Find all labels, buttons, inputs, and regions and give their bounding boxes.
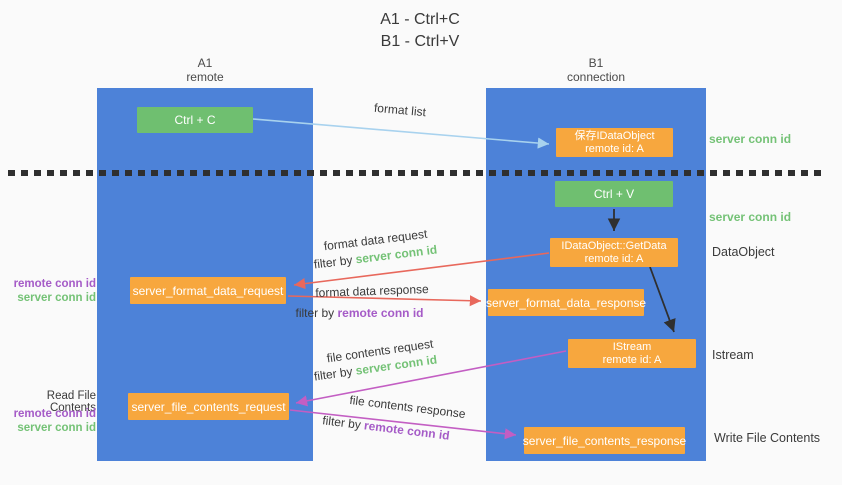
server-format-data-response-label: server_format_data_response: [485, 295, 647, 310]
server-conn-id-label: server conn id: [17, 291, 96, 304]
remote-conn-id-label: remote conn id: [13, 408, 96, 420]
format-data-response-label: format data response: [315, 282, 429, 300]
ctrl-v-label: Ctrl + V: [593, 187, 635, 201]
filter-by-text: filter by: [321, 413, 366, 433]
title-line-1: A1 - Ctrl+C: [380, 11, 460, 28]
title-line-2: B1 - Ctrl+V: [380, 33, 460, 50]
idataobject-getdata-node: IDataObject::GetData remote id: A: [550, 238, 678, 267]
diagram-title: A1 - Ctrl+C B1 - Ctrl+V: [300, 9, 540, 53]
ctrl-v-node: Ctrl + V: [555, 181, 673, 207]
format-data-response-filter-label: filter by remote conn id: [272, 306, 447, 320]
save-idataobject-node: 保存IDataObject remote id: A: [556, 128, 673, 157]
server-conn-id-label: server conn id: [17, 421, 96, 434]
lifeline-a1-name: A1: [197, 56, 213, 70]
read-file-contents-label: Read File Contents: [46, 390, 96, 414]
server-file-contents-request-node: server_file_contents_request: [128, 393, 289, 420]
idataobject-getdata-line2: remote id: A: [584, 252, 644, 265]
lifeline-b1-role: connection: [566, 70, 626, 84]
remote-conn-id-key: remote conn id: [337, 306, 424, 320]
istream-side-label: Istream: [712, 348, 754, 362]
filter-by-text: filter by: [313, 252, 357, 272]
lifeline-b1-name: B1: [588, 56, 604, 70]
write-file-contents-label: Write File Contents: [714, 431, 821, 445]
filter-by-text: filter by: [313, 363, 357, 384]
right-server-conn-id-top: server conn id: [709, 132, 792, 146]
remote-conn-id-label: remote conn id: [13, 278, 96, 290]
ctrl-c-label: Ctrl + C: [174, 113, 216, 127]
lifeline-a1-role: remote: [186, 70, 224, 84]
ctrl-c-node: Ctrl + C: [137, 107, 253, 133]
left-conn-id-block-bottom: remote conn id server conn id: [4, 408, 96, 435]
remote-conn-id-key: remote conn id: [363, 418, 451, 443]
istream-node: IStream remote id: A: [568, 339, 696, 368]
server-format-data-request-label: server_format_data_request: [132, 283, 284, 298]
save-idataobject-line1: 保存IDataObject: [574, 129, 655, 142]
server-file-contents-request-label: server_file_contents_request: [131, 399, 286, 414]
server-file-contents-response-label: server_file_contents_response: [522, 433, 687, 448]
left-conn-id-block-top: remote conn id server conn id: [4, 278, 96, 305]
istream-line1: IStream: [612, 340, 652, 353]
idataobject-getdata-line1: IDataObject::GetData: [561, 239, 667, 252]
filter-by-text: filter by: [295, 306, 338, 320]
dataobject-label: DataObject: [712, 245, 775, 259]
server-file-contents-response-node: server_file_contents_response: [522, 427, 687, 454]
istream-line2: remote id: A: [602, 353, 662, 366]
server-format-data-response-node: server_format_data_response: [485, 289, 647, 316]
format-list-label: format list: [373, 100, 427, 120]
right-server-conn-id-mid: server conn id: [709, 210, 792, 224]
lifeline-header-b1: B1 connection: [486, 56, 706, 84]
save-idataobject-line2: remote id: A: [585, 142, 644, 155]
server-format-data-request-node: server_format_data_request: [130, 277, 286, 304]
lifeline-header-a1: A1 remote: [97, 56, 313, 84]
